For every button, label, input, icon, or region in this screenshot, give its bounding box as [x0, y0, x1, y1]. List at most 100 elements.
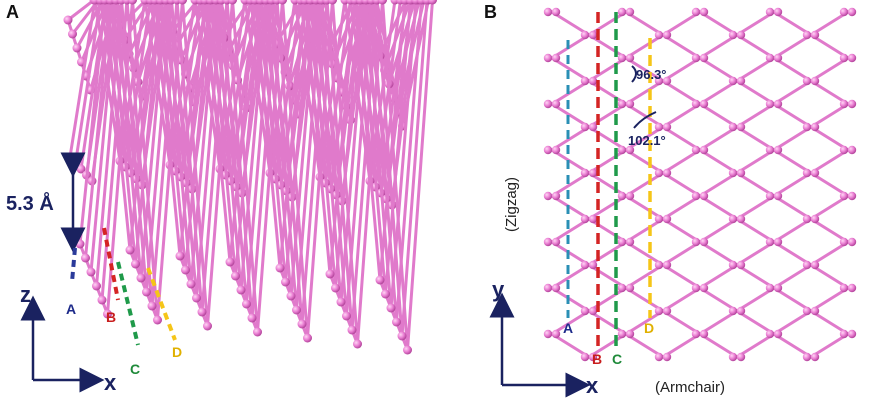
bond [281, 0, 309, 340]
bond [772, 171, 813, 198]
bond [587, 148, 628, 175]
atom [617, 7, 627, 17]
bond [809, 79, 850, 106]
bond [735, 171, 776, 198]
cut-label-d: D [172, 344, 182, 360]
atom [75, 239, 85, 249]
atom [839, 53, 849, 63]
bond [772, 56, 813, 83]
atom [63, 15, 73, 25]
bond [809, 332, 850, 359]
atom [242, 299, 251, 309]
cut-label-c: C [130, 361, 140, 377]
cut-label-b: B [592, 351, 602, 367]
bond [164, 0, 193, 286]
bond [698, 240, 739, 267]
atom [802, 168, 812, 178]
atom [192, 293, 201, 303]
bond [587, 79, 628, 106]
atom [847, 53, 857, 63]
bond [698, 79, 739, 106]
bond [550, 194, 591, 221]
bond [256, 0, 284, 334]
bond [698, 125, 739, 152]
atom [588, 306, 598, 316]
bond [587, 171, 628, 198]
bond [314, 0, 343, 304]
bond [772, 263, 813, 290]
atom [765, 99, 775, 109]
bond [225, 0, 254, 320]
bond [550, 33, 591, 60]
atom [773, 99, 783, 109]
atom [178, 0, 187, 5]
atom [103, 309, 112, 319]
atom [588, 30, 598, 40]
atom [654, 306, 664, 316]
atom [847, 283, 857, 293]
bond [587, 309, 628, 336]
atom [662, 352, 672, 362]
bond [206, 0, 234, 328]
atom [203, 321, 212, 331]
bond [587, 33, 628, 60]
bond [735, 125, 776, 152]
atom [617, 99, 627, 109]
atom [386, 303, 396, 313]
atom [691, 7, 701, 17]
atom [68, 29, 77, 39]
atom [278, 0, 287, 5]
atom [625, 191, 635, 201]
atom [617, 329, 627, 339]
bond [624, 240, 665, 267]
bond [370, 0, 398, 324]
bond [735, 332, 776, 359]
bond [698, 102, 739, 129]
bond [661, 194, 702, 221]
atom [847, 329, 857, 339]
zigzag-direction-label: (Zigzag) [503, 177, 520, 232]
atom [142, 287, 151, 297]
atom [247, 313, 257, 323]
bond [66, 0, 96, 22]
atom [773, 237, 783, 247]
atom [543, 7, 553, 17]
atom [228, 0, 237, 5]
atom [654, 214, 664, 224]
bond [170, 0, 198, 300]
atom [810, 306, 820, 316]
atom [347, 325, 357, 335]
bond [735, 148, 776, 175]
bond [661, 56, 702, 83]
atom [654, 260, 664, 270]
atom [662, 30, 672, 40]
bond [270, 0, 298, 312]
atom [765, 237, 775, 247]
bond [735, 263, 776, 290]
bond [809, 309, 850, 336]
atom [551, 191, 561, 201]
bond [624, 171, 665, 198]
atom [131, 259, 140, 269]
bond [735, 33, 776, 60]
atom [92, 281, 101, 291]
atom [617, 145, 627, 155]
x-axis-label: x [586, 373, 599, 398]
cut-line-d [146, 267, 177, 341]
atom [128, 0, 137, 5]
atom [691, 99, 701, 109]
atom [543, 329, 553, 339]
atom [802, 76, 812, 86]
atom [617, 237, 627, 247]
atom [699, 237, 709, 247]
atom [580, 260, 590, 270]
bond [231, 0, 259, 334]
bond [698, 194, 739, 221]
atom [810, 352, 820, 362]
bond [550, 171, 591, 198]
atom [328, 0, 337, 5]
atom [773, 7, 783, 17]
atom [736, 214, 746, 224]
bond [772, 240, 813, 267]
bond [661, 332, 702, 359]
